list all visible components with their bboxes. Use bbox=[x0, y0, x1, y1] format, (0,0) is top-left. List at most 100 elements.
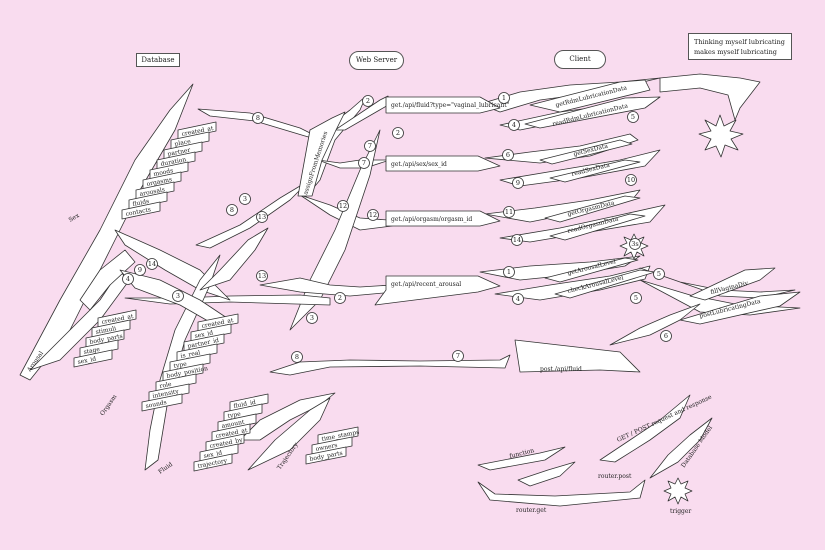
step-badge-label: 3 bbox=[176, 292, 180, 300]
step-badge: 3s bbox=[629, 238, 641, 250]
orgasm-field-label: sex_id bbox=[194, 329, 214, 339]
route-fluid: get./api/fluid?type="vaginal_lubricant" bbox=[391, 102, 510, 109]
step-badge-label: 4 bbox=[516, 295, 520, 303]
table-name-orgasm: Orgasm bbox=[99, 393, 119, 417]
step-badge-label: 7 bbox=[368, 142, 372, 150]
sex-route-return bbox=[499, 149, 661, 187]
step-badge-label: 5 bbox=[657, 270, 661, 278]
legend-function-shape bbox=[477, 446, 566, 471]
legend-trigger-label: trigger bbox=[670, 508, 691, 515]
step-badge: 1 bbox=[498, 92, 510, 104]
step-badge-label: 10 bbox=[627, 176, 635, 184]
step-badge: 7 bbox=[364, 140, 376, 152]
step-badge-label: 11 bbox=[505, 208, 513, 216]
route-sex: get./api/sex/sex_id bbox=[391, 161, 447, 168]
arousal-links bbox=[79, 249, 136, 311]
route-post-fluid: post./api/fluid bbox=[540, 366, 582, 373]
sex-field-label: moods bbox=[153, 167, 174, 178]
sex-field-label: duration bbox=[160, 156, 187, 168]
step-badge-label: 14 bbox=[513, 236, 521, 244]
sex-field-label: fluids bbox=[132, 198, 150, 208]
step-badge: 9 bbox=[512, 177, 524, 189]
step-badge-label: 12 bbox=[339, 202, 347, 210]
sex-field: arousals bbox=[135, 181, 175, 200]
trajectory-field: owners bbox=[311, 436, 353, 455]
hub-to-sex-route bbox=[317, 159, 391, 169]
fluid-field-label: fluid_id bbox=[233, 399, 256, 410]
orgasm-field-label: type bbox=[173, 360, 188, 369]
lubrication-trigger-burst bbox=[698, 114, 744, 158]
step-badge: 13 bbox=[256, 211, 268, 223]
step-badge: 3 bbox=[172, 290, 184, 302]
sex-field-label: orgasms bbox=[146, 176, 173, 188]
step-badge-label: 2 bbox=[396, 129, 400, 137]
step-badge-label: 13 bbox=[258, 213, 266, 221]
legend-router-post-label: router.post bbox=[598, 473, 632, 480]
database-tables: created_atplacepartnerdurationmoodsorgas… bbox=[73, 121, 360, 472]
fluid-field-label: type bbox=[227, 410, 242, 419]
connection-shapes bbox=[19, 73, 801, 505]
sex-field: contacts bbox=[121, 201, 161, 220]
step-badge-label: 1 bbox=[507, 268, 511, 276]
fluid-field: fluid_id bbox=[229, 393, 269, 412]
step-badge-label: 2 bbox=[366, 97, 370, 105]
fluid-field-label: sex_id bbox=[203, 449, 223, 459]
fluid-field: amount bbox=[217, 413, 257, 432]
step-badge: 6 bbox=[502, 149, 514, 161]
arousal-field: sex_id bbox=[73, 349, 113, 368]
orgasm-field: is_real bbox=[176, 343, 218, 362]
table-name-sex: Sex bbox=[68, 212, 82, 224]
step-badge: 3 bbox=[306, 312, 318, 324]
table-name-fluid: Fluid bbox=[157, 461, 174, 476]
server-hub: assignFromMemories bbox=[297, 111, 346, 197]
client-header: Client bbox=[554, 50, 606, 69]
orgasm-field-label: sounds bbox=[145, 399, 167, 410]
step-badge: 8 bbox=[291, 351, 303, 363]
step-badge: 1 bbox=[503, 266, 515, 278]
step-badge-label: 5 bbox=[631, 113, 635, 121]
step-badge: 7 bbox=[452, 350, 464, 362]
step-badge-label: 14 bbox=[148, 260, 156, 268]
step-badge-label: 8 bbox=[295, 353, 299, 361]
step-badge: 4 bbox=[512, 293, 524, 305]
sex-field-label: arousals bbox=[139, 186, 165, 198]
legend-router-get-label: router.get bbox=[516, 507, 547, 514]
orgasm-field: sex_id bbox=[190, 323, 232, 342]
fluid-field: sex_id bbox=[199, 443, 239, 462]
step-badge-label: 9 bbox=[138, 266, 142, 274]
legend-post-shape bbox=[517, 461, 576, 487]
sex-field: fluids bbox=[128, 191, 168, 210]
step-badge: 10 bbox=[625, 174, 637, 186]
step-badge: 2 bbox=[334, 292, 346, 304]
web-server-header: Web Server bbox=[349, 51, 404, 70]
arousal-to-server bbox=[124, 294, 331, 306]
step-badge-label: 3 bbox=[243, 195, 247, 203]
step-badge-label: 12 bbox=[369, 211, 377, 219]
fluid-to-server bbox=[269, 354, 511, 376]
orgasm-up-spike bbox=[199, 227, 269, 291]
sex-field-label: contacts bbox=[125, 206, 152, 218]
arousal-field: stimuli bbox=[91, 319, 131, 338]
step-badge: 4 bbox=[508, 119, 520, 131]
orgasm-route-return bbox=[499, 204, 666, 243]
step-badge: 7 bbox=[358, 157, 370, 169]
arousal-field-label: stimuli bbox=[95, 325, 117, 336]
sex-field-label: place bbox=[174, 138, 192, 148]
legend-request-shape bbox=[599, 394, 691, 463]
step-badge-label: 6 bbox=[664, 332, 668, 340]
legend-model-shape bbox=[649, 417, 713, 479]
step-badge-label: 8 bbox=[256, 114, 260, 122]
step-badge: 12 bbox=[367, 209, 379, 221]
step-badge-label: 7 bbox=[362, 159, 366, 167]
note-line-2: makes myself lubricating bbox=[694, 48, 777, 56]
step-badge-label: 4 bbox=[512, 121, 516, 129]
step-badge: 9 bbox=[134, 264, 146, 276]
sex-field-label: partner bbox=[167, 147, 191, 158]
step-badge-label: 3s bbox=[631, 240, 638, 248]
fluid-spike-lower bbox=[247, 397, 331, 471]
orgasm-field: sounds bbox=[141, 393, 183, 412]
route-arousal: get./api/recent_arousal bbox=[391, 281, 461, 288]
step-badge-label: 4 bbox=[126, 275, 130, 283]
